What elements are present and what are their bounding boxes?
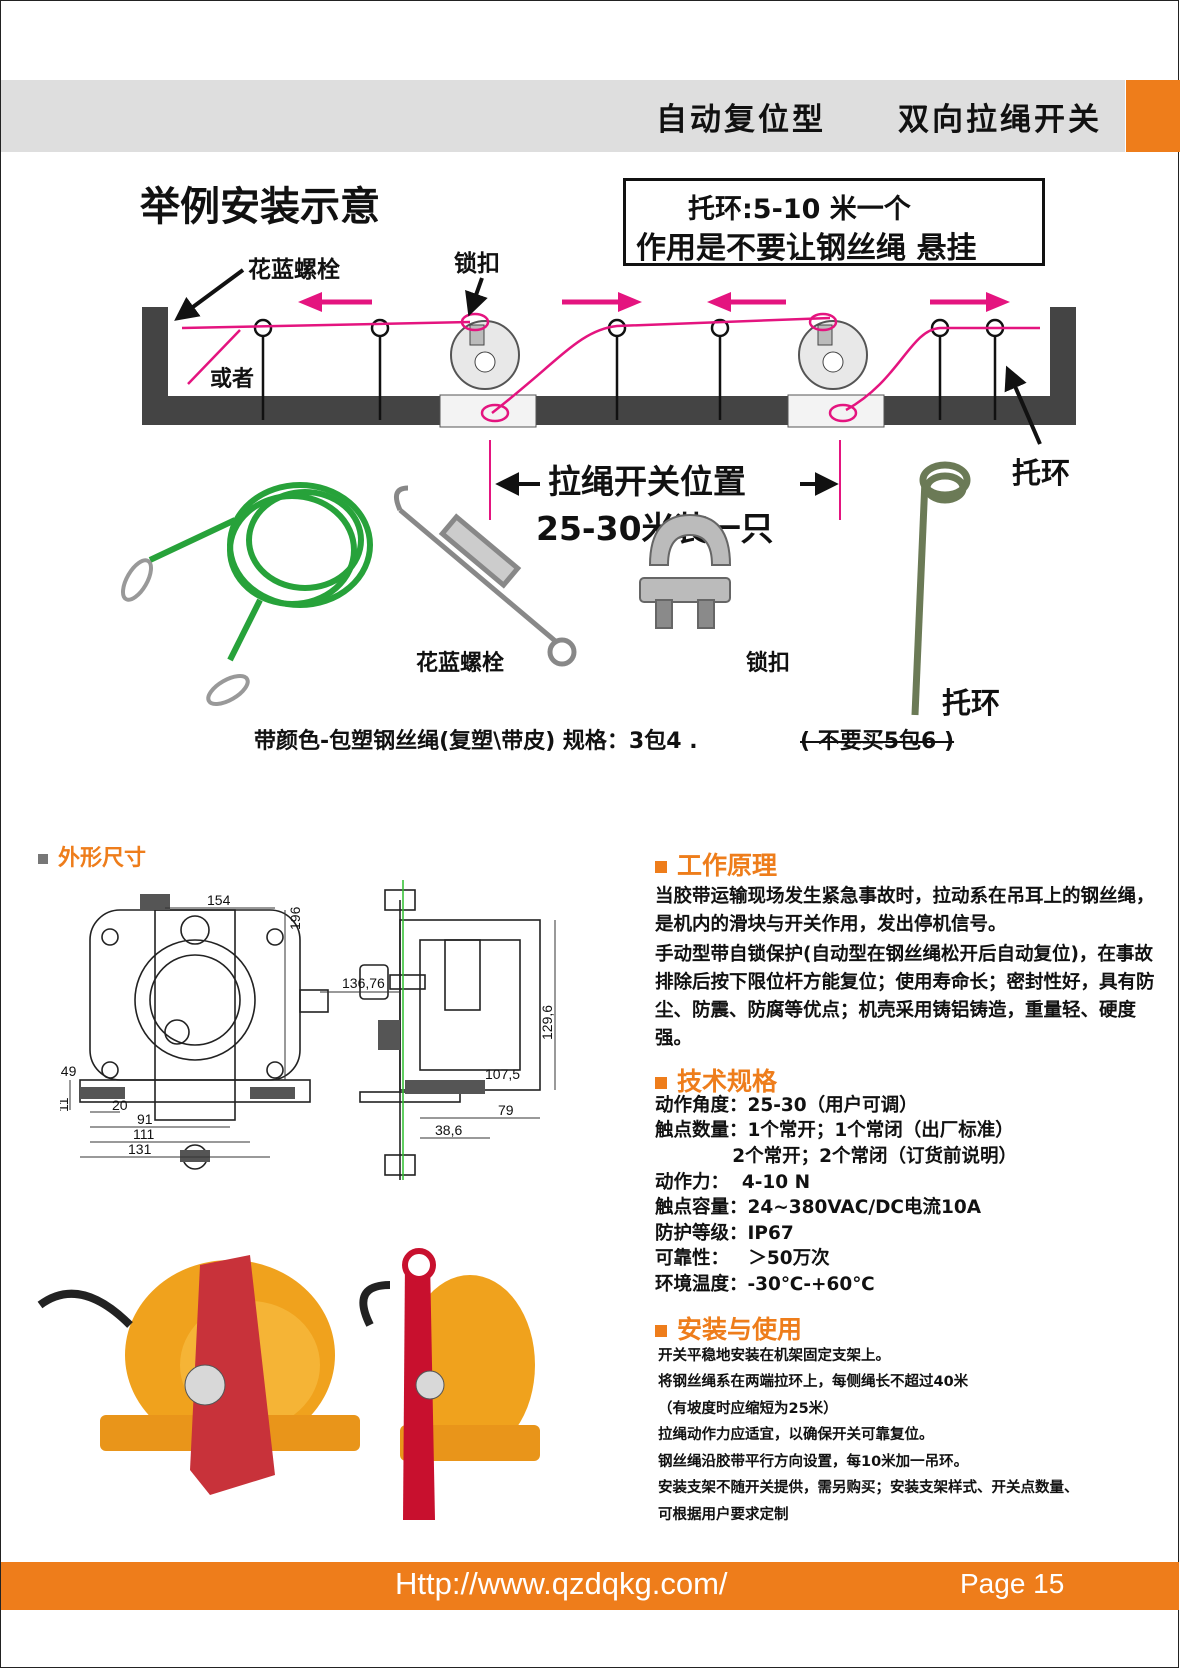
label-ring: 托环 xyxy=(1012,456,1071,490)
principle-paragraph-1: 当胶带运输现场发生紧急事故时，拉动系在吊耳上的钢丝绳，是机内的滑块与开关作用，发… xyxy=(655,886,1155,935)
spec-line: 环境温度：-30℃-+60℃ xyxy=(655,1274,875,1295)
spec-line: 2个常开；2个常闭（订货前说明） xyxy=(655,1146,1018,1167)
bullet-square xyxy=(655,1077,667,1089)
dim-136-76: 136,76 xyxy=(342,975,385,991)
dimensions-heading: 外形尺寸 xyxy=(38,840,146,872)
dim-79: 79 xyxy=(498,1102,514,1118)
header-title: 双向拉绳开关 xyxy=(898,102,1102,138)
bullet-square xyxy=(38,854,48,864)
label-turnbuckle: 花蓝螺栓 xyxy=(248,257,340,283)
switch-right-icon xyxy=(787,320,885,428)
usage-line: 安装支架不随开关提供，需另购买；安装支架样式、开关点数量、 xyxy=(658,1480,1079,1496)
usage-line: （有坡度时应缩短为25米） xyxy=(658,1401,838,1417)
spec-line: 动作力： 4-10 N xyxy=(655,1172,811,1193)
dim-11: 11 xyxy=(60,1097,71,1112)
dim-154: 154 xyxy=(207,892,231,908)
side-view xyxy=(359,889,541,1180)
switch-left-icon xyxy=(439,320,537,428)
spec-line: 可靠性： ＞50万次 xyxy=(655,1248,830,1269)
dim-131: 131 xyxy=(128,1141,152,1157)
spec-line: 触点数量：1个常开；1个常闭（出厂标准） xyxy=(655,1120,1014,1141)
specs-title: 技术规格 xyxy=(677,1067,778,1096)
product-photos xyxy=(37,1248,540,1520)
wire-rope xyxy=(181,312,1040,423)
pointer-arrows xyxy=(174,268,1042,496)
accessory-ring-label: 托环 xyxy=(942,686,1001,720)
rope-note: ( 不要买5包6 ) xyxy=(800,729,955,754)
dimension-drawing: 154 196 149 11 20 91 111 131 136,76 129,… xyxy=(60,880,556,1180)
support-ring-icon xyxy=(911,461,971,716)
accessory-clamp-label: 锁扣 xyxy=(746,651,791,676)
side-hatch xyxy=(378,1020,485,1094)
turnbuckle-icon xyxy=(393,485,577,667)
principle-paragraph-2: 手动型带自锁保护(自动型在钢丝绳松开后自动复位)，在事故排除后按下限位杆方能复位… xyxy=(655,944,1155,1049)
left-post xyxy=(142,307,168,425)
footer-url-link[interactable]: Http://www.qzdqkg.com/ xyxy=(395,1566,728,1601)
dim-196: 196 xyxy=(287,906,303,930)
carabiner-icons xyxy=(121,558,250,706)
switch-photo-left-icon xyxy=(37,1255,360,1495)
spec-line: 动作角度：25-30（用户可调） xyxy=(655,1095,918,1116)
dim-111: 111 xyxy=(133,1126,154,1142)
label-lock: 锁扣 xyxy=(454,251,500,277)
install-title: 举例安装示意 xyxy=(140,184,380,230)
dimensions-title: 外形尺寸 xyxy=(58,846,147,871)
callout-line2: 作用是不要让钢丝绳 悬挂 xyxy=(636,231,977,266)
right-post xyxy=(1050,307,1076,425)
principle-title: 工作原理 xyxy=(677,851,778,880)
wire-clamp-icon xyxy=(639,513,732,629)
dim-20: 20 xyxy=(112,1097,128,1113)
dim-91: 91 xyxy=(137,1111,153,1127)
usage-line: 可根据用户要求定制 xyxy=(658,1507,789,1523)
dim-149: 149 xyxy=(60,1063,77,1079)
header-subtitle: 自动复位型 xyxy=(656,102,826,138)
page-number: Page 15 xyxy=(960,1568,1065,1599)
usage-line: 开关平稳地安装在机架固定支架上。 xyxy=(658,1348,890,1364)
header-accent xyxy=(1126,80,1180,152)
front-dim-lines xyxy=(69,907,286,1158)
usage-line: 钢丝绳沿胶带平行方向设置，每10米加一吊环。 xyxy=(658,1454,969,1470)
dim-107-5: 107,5 xyxy=(485,1066,520,1082)
switch-photo-right-icon xyxy=(359,1248,540,1520)
callout-box: 托环:5-10 米一个 作用是不要让钢丝绳 悬挂 xyxy=(623,178,1045,266)
bullet-square xyxy=(655,1325,667,1337)
usage-line: 拉绳动作力应适宜，以确保开关可靠复位。 xyxy=(658,1427,934,1443)
install-diagram xyxy=(142,268,1076,520)
specs-heading: 技术规格 xyxy=(655,1062,777,1098)
accessory-photos xyxy=(121,461,971,716)
header-bar xyxy=(1,80,1125,152)
label-or: 或者 xyxy=(210,367,255,392)
accessory-turnbuckle-label: 花蓝螺栓 xyxy=(416,651,505,676)
callout-line1: 托环:5-10 米一个 xyxy=(688,194,911,225)
front-view xyxy=(79,909,329,1170)
belt-beam xyxy=(168,396,1050,425)
direction-arrows xyxy=(298,292,1010,312)
usage-line: 将钢丝绳系在两端拉环上，每侧绳长不超过40米 xyxy=(658,1374,969,1390)
spec-line: 触点容量：24~380VAC/DC电流10A xyxy=(655,1197,982,1218)
footer-bar xyxy=(1,1562,1179,1610)
spec-line: 防护等级：IP67 xyxy=(655,1223,794,1244)
usage-heading: 安装与使用 xyxy=(655,1310,802,1346)
dim-38-6: 38,6 xyxy=(435,1122,462,1138)
bullet-square xyxy=(655,861,667,873)
position-label: 拉绳开关位置 xyxy=(548,462,746,501)
position-bars xyxy=(489,440,841,520)
side-dim-lines xyxy=(320,920,556,1139)
dim-129-6: 129,6 xyxy=(539,1005,555,1040)
principle-heading: 工作原理 xyxy=(655,846,777,882)
usage-title: 安装与使用 xyxy=(677,1315,803,1344)
rope-caption: 带颜色-包塑钢丝绳(复塑\带皮) 规格：3包4 . xyxy=(254,729,698,754)
wire-rope-coil-icon xyxy=(148,482,373,662)
front-hatch xyxy=(80,894,295,1162)
